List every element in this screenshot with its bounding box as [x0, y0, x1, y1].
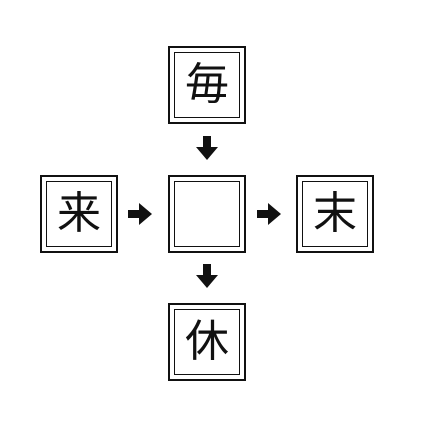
left-kanji-box: 来	[40, 175, 118, 253]
bottom-kanji: 休	[185, 316, 229, 367]
top-kanji: 毎	[185, 59, 229, 110]
top-kanji-box: 毎	[168, 46, 246, 124]
left-kanji: 来	[57, 188, 101, 239]
bottom-kanji-box: 休	[168, 303, 246, 381]
right-kanji: 末	[313, 188, 357, 239]
arrow-down-icon	[193, 262, 221, 290]
arrow-right-icon	[126, 200, 154, 228]
arrow-down-icon	[193, 134, 221, 162]
arrow-right-icon	[255, 200, 283, 228]
right-kanji-box: 末	[296, 175, 374, 253]
center-answer-box[interactable]	[168, 175, 246, 253]
